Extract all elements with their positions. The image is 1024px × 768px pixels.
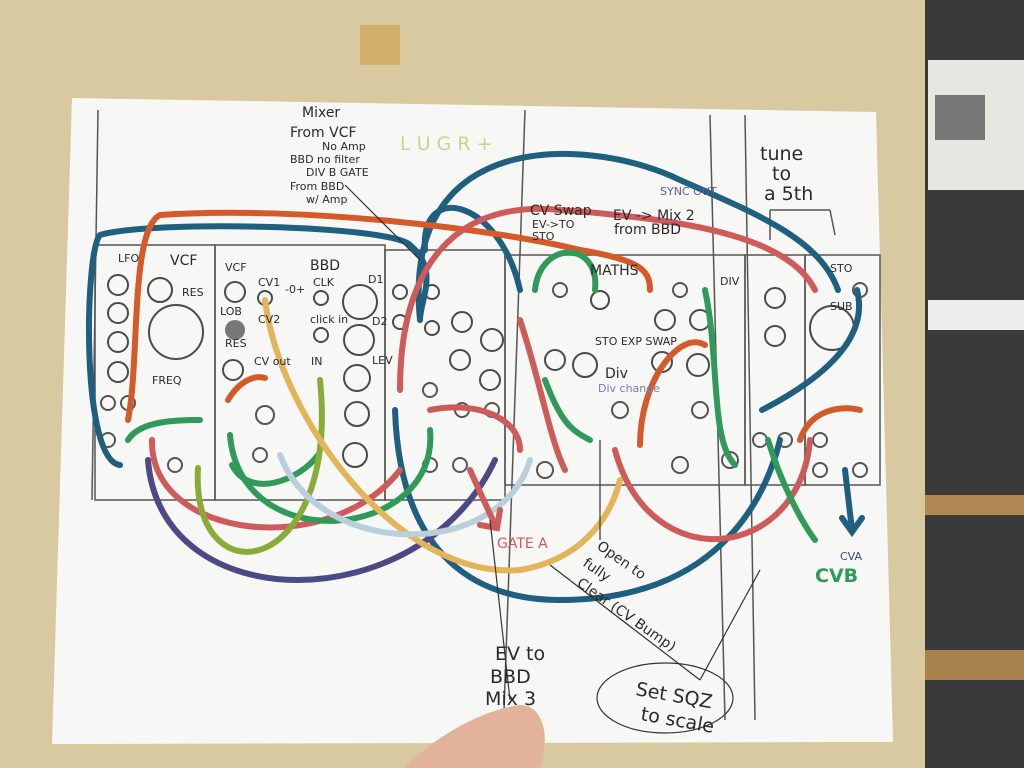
note-ev-bbd-3: Mix 3 xyxy=(485,688,536,710)
note-tune-2: to xyxy=(772,163,791,185)
note-from-bbd: from BBD xyxy=(614,222,681,238)
cable-red-maths xyxy=(517,317,568,473)
label-lfo: LFO xyxy=(118,252,139,265)
label-zero: -0+ xyxy=(285,283,305,296)
note-tune-1: tune xyxy=(760,143,803,165)
cable-yellow xyxy=(262,297,623,574)
note-cv-swap: CV Swap xyxy=(530,203,592,219)
label-vcf: VCF xyxy=(170,253,197,269)
mixer-panel xyxy=(935,95,985,140)
cable-red-arch xyxy=(397,205,818,393)
cable-green-small xyxy=(229,452,321,487)
label-lob: LOB xyxy=(220,305,242,318)
stain xyxy=(360,25,400,65)
note-mixer-opt1b: No Amp xyxy=(322,140,366,153)
note-tune-3: a 5th xyxy=(764,183,813,205)
note-gate-a: GATE A xyxy=(497,536,548,552)
paper-sheet xyxy=(52,98,893,744)
cable-blue-arch xyxy=(415,150,841,323)
label-sub: SUB xyxy=(830,300,853,313)
label-res2: RES xyxy=(225,337,247,350)
label-cv1: CV1 xyxy=(258,276,280,289)
cable-green-vcf xyxy=(125,417,203,443)
label-d2: D2 xyxy=(372,315,387,328)
note-mixer-opt2: BBD no filter xyxy=(290,153,360,166)
note-sync-out: SYNC OUT xyxy=(660,185,717,198)
cable-lightblue xyxy=(277,452,533,538)
note-cv-b: CVB xyxy=(815,565,858,587)
label-in: IN xyxy=(311,355,322,368)
label-freq: FREQ xyxy=(152,374,182,387)
cable-purple xyxy=(145,457,498,583)
cable-green-maths2 xyxy=(542,377,593,443)
module-panels xyxy=(91,109,881,741)
note-ev-mix2: EV -> Mix 2 xyxy=(613,208,695,224)
note-mixer-opt1: From VCF xyxy=(290,125,357,141)
note-sto-exp-swap: STO EXP SWAP xyxy=(595,335,677,348)
cable-blue-cva-arrow xyxy=(839,467,865,538)
case-edge xyxy=(925,495,1024,515)
patch-cables xyxy=(86,150,865,604)
label-sto-module: STO xyxy=(830,262,853,275)
cable-orange-sto xyxy=(797,405,863,443)
cable-blue-maths xyxy=(421,205,523,293)
pencil-arrows xyxy=(344,184,761,734)
cable-red-right xyxy=(612,437,813,543)
note-div: Div xyxy=(605,366,628,382)
label-res: RES xyxy=(182,286,204,299)
label-maths: MATHS xyxy=(590,263,639,279)
note-mixer-opt2b: DIV B GATE xyxy=(306,166,369,179)
label-bbd: BBD xyxy=(310,258,340,274)
finger xyxy=(405,705,545,768)
cable-orange-mid xyxy=(225,374,268,403)
note-faint-header: L U G R + xyxy=(400,133,493,155)
label-lev: LEV xyxy=(372,354,393,367)
note-sto: STO xyxy=(532,230,555,243)
cable-green-cvb xyxy=(765,437,818,543)
note-mixer-opt3: From BBD xyxy=(290,180,344,193)
label-click-in: click in xyxy=(310,313,348,326)
label-cv-out: CV out xyxy=(254,355,291,368)
label-vcf2: VCF xyxy=(225,261,247,274)
cable-red-gate-arrow xyxy=(467,467,503,532)
note-mixer: Mixer xyxy=(302,105,340,121)
label-d1: D1 xyxy=(368,273,383,286)
case-edge-lower xyxy=(925,650,1024,680)
cable-orange-top xyxy=(125,209,653,423)
note-ev-to-sto: EV->TO xyxy=(532,218,575,231)
note-ev-bbd-1: EV to xyxy=(495,643,545,665)
label-div: DIV xyxy=(720,275,740,288)
cable-lime xyxy=(194,377,325,555)
cable-red-gate xyxy=(427,404,523,453)
cable-blue-sto xyxy=(759,287,862,413)
note-cv-a: CVA xyxy=(840,550,863,563)
keyboard-keys xyxy=(928,300,1024,330)
cable-blue-big-loop xyxy=(392,407,783,604)
note-mixer-opt3b: w/ Amp xyxy=(306,193,347,206)
label-clk: CLK xyxy=(313,276,335,289)
note-ev-bbd-2: BBD xyxy=(490,666,531,688)
note-div-change: Div change xyxy=(598,382,660,395)
cable-blue-long xyxy=(86,223,430,468)
cable-green-maths xyxy=(532,249,599,293)
cable-green-div xyxy=(702,287,738,468)
cable-orange-right xyxy=(637,339,708,448)
label-cv2: CV2 xyxy=(258,313,280,326)
